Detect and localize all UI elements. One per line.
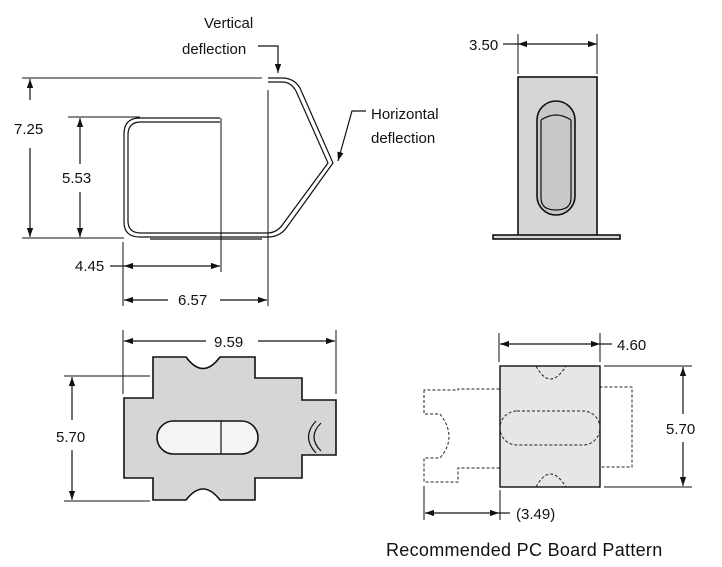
label-horizontal-deflection: Horizontal [371, 106, 439, 123]
board-pad-notch-bottom [535, 473, 567, 488]
label-vertical-deflection: Vertical [204, 15, 253, 32]
label-vertical-deflection: deflection [182, 41, 246, 58]
caption: Recommended PC Board Pattern [386, 540, 663, 560]
dim-pad-height: 5.70 [666, 421, 695, 438]
dim-height-inner: 5.53 [62, 170, 91, 187]
label-horizontal-deflection: deflection [371, 130, 435, 147]
arrow-horizontal-deflection [337, 110, 366, 162]
board-slot-dashed [499, 410, 601, 446]
front-slot-top [540, 114, 572, 121]
board-pad [499, 365, 601, 488]
front-view: 3.50 [469, 34, 621, 240]
flat-notch [307, 420, 317, 454]
dim-pad-width: 4.60 [617, 337, 646, 354]
dim-width-outer: 6.57 [178, 292, 207, 309]
clip-profile-inner [127, 81, 329, 234]
front-slot-inner [540, 120, 572, 211]
side-view: 7.25 5.53 4.45 6.57 Vertical deflection … [14, 15, 439, 309]
pc-board-pattern: 4.60 5.70 (3.49) Recommended PC Board Pa… [386, 333, 695, 560]
flat-slot [156, 420, 259, 455]
arrow-vertical-deflection [258, 45, 282, 73]
dim-height-total: 7.25 [14, 121, 43, 138]
dim-width-inner: 4.45 [75, 258, 104, 275]
dim-tab-width: 3.50 [469, 37, 498, 54]
board-outline-dashed [423, 366, 633, 486]
flat-pattern: 9.59 5.70 [56, 330, 337, 502]
dim-pad-offset: (3.49) [516, 506, 555, 523]
dim-flat-height: 5.70 [56, 429, 85, 446]
front-slot [536, 100, 576, 216]
flat-notch [313, 422, 322, 452]
board-pad-notch-top [535, 365, 567, 380]
front-base [492, 234, 621, 240]
clip-profile [123, 77, 334, 238]
dim-flat-length: 9.59 [214, 334, 243, 351]
